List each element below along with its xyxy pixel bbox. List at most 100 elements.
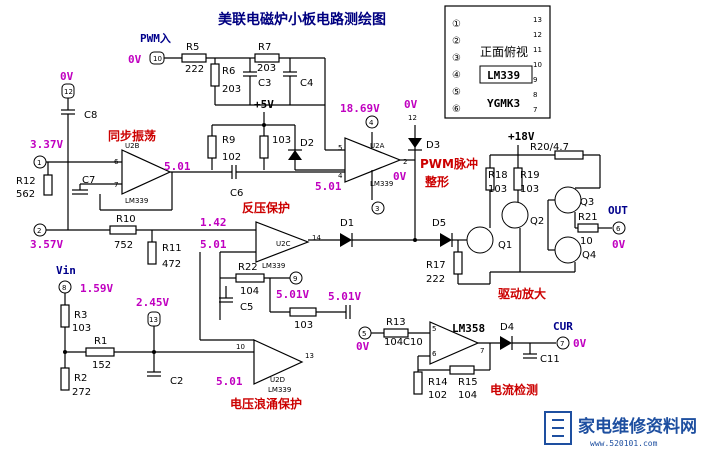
- v-c: 5.01V: [328, 290, 361, 303]
- connector-12-num: 12: [64, 88, 73, 96]
- pin6-marker-num: 6: [616, 225, 621, 233]
- v-pin2: 3.57V: [30, 238, 63, 251]
- r9-label: R9: [222, 135, 235, 146]
- diode-d4: [500, 336, 512, 350]
- driver-amplifier: +18V R18 103 R19 103 R20/4.7 Q2 Q3 Q1 Q4: [426, 130, 628, 301]
- r20-label: R20/4.7: [530, 142, 569, 153]
- resistor-r20: [554, 150, 584, 160]
- diode-d1: [340, 233, 352, 247]
- q4-label: Q4: [582, 250, 596, 261]
- v-u2d: 5.01: [216, 375, 243, 388]
- capacitor-103: [259, 135, 269, 159]
- resistor-r9: [207, 135, 217, 159]
- r11-label: R11: [162, 243, 182, 254]
- v-u2b-out: 5.01: [164, 160, 191, 173]
- u2c-label: U2C: [276, 240, 291, 248]
- watermark: 家电维修资料网 www.520101.com: [544, 411, 697, 448]
- pin6-marker: [612, 221, 626, 235]
- u2c-chip: LM339: [262, 262, 285, 270]
- v-cur: 0V: [573, 337, 587, 350]
- d2-label: D2: [300, 138, 314, 149]
- r7-value: 203: [257, 63, 276, 74]
- comparator-u2a: U2A LM339 5 4 2 4 3 18.69V 5.01 0V: [315, 102, 415, 215]
- r10-value: 752: [114, 240, 133, 251]
- r22-label: R22: [238, 262, 258, 273]
- pinout-pin-9: 9: [533, 76, 537, 84]
- c10-label: C10: [403, 337, 423, 348]
- resistor-r3: [60, 304, 70, 328]
- v-u2a-in: 5.01: [315, 180, 342, 193]
- sync-oscillator: 0V 12 C8 3.37V 1 R12 562 同步振荡 U2B LM339 …: [16, 70, 345, 230]
- c5-label: C5: [240, 302, 253, 313]
- pwm-connector-num: 10: [153, 55, 162, 63]
- resistor-r6: [210, 63, 220, 87]
- pwm-in-label: PWM入: [140, 32, 171, 45]
- watermark-brand: 家电维修资料网: [578, 416, 697, 437]
- d4-label: D4: [500, 322, 514, 333]
- c2-label: C2: [170, 376, 183, 387]
- q1-label: Q1: [498, 240, 512, 251]
- diode-d3: [408, 138, 422, 148]
- out-label: OUT: [608, 204, 628, 217]
- vin-label: Vin: [56, 264, 76, 277]
- pinout-pin-13: 13: [533, 16, 542, 24]
- resistor-103b: [289, 307, 317, 317]
- pinout-pin-7: 7: [533, 106, 537, 114]
- d3-pin12: 12: [408, 114, 417, 122]
- r2-value: 272: [72, 387, 91, 398]
- lm358-pin6: 6: [432, 350, 437, 358]
- pin2-marker-num: 2: [37, 227, 41, 235]
- resistor-r7: [254, 53, 280, 63]
- c6-label: C6: [230, 188, 243, 199]
- c7-label: C7: [82, 175, 95, 186]
- r103b-value: 103: [294, 320, 313, 331]
- u2d-label: U2D: [270, 376, 285, 384]
- r15-value: 104: [458, 390, 477, 401]
- resistor-r1: [85, 347, 115, 357]
- u2a-pin4: 4: [338, 172, 343, 180]
- r19-label: R19: [520, 170, 540, 181]
- resistor-r10: [109, 225, 137, 235]
- resistor-r13: [383, 328, 409, 338]
- r3-value: 103: [72, 323, 91, 334]
- c8-label: C8: [84, 110, 97, 121]
- u2d-chip: LM339: [268, 386, 291, 394]
- pinout-pin-6: ⑥: [452, 104, 461, 115]
- resistor-r11: [147, 241, 157, 265]
- pin1-marker-num: 1: [37, 159, 41, 167]
- pinout-pin-11: 11: [533, 46, 542, 54]
- pinout-pin-10: 10: [533, 61, 542, 69]
- pin9-marker: [289, 271, 303, 285]
- cur-label: CUR: [553, 320, 573, 333]
- plus5v-label: +5V: [254, 98, 274, 111]
- pinout-pin-3: ③: [452, 53, 461, 64]
- surge-label: 电压浪涌保护: [230, 396, 302, 411]
- pinout-pin-4: ④: [452, 70, 461, 81]
- pin7-marker: [556, 336, 570, 350]
- v-u2c-in: 1.42: [200, 216, 227, 229]
- c3-label: C3: [258, 78, 271, 89]
- pin9-marker-num: 9: [293, 275, 297, 283]
- r7-label: R7: [258, 42, 271, 53]
- r6-label: R6: [222, 66, 235, 77]
- v-pin13: 2.45V: [136, 296, 169, 309]
- current-detect-label: 电流检测: [490, 382, 538, 397]
- r15-label: R15: [458, 377, 478, 388]
- r14-value: 102: [428, 390, 447, 401]
- pinout-view-label: 正面俯视: [480, 44, 528, 59]
- resistor-r5: [181, 53, 207, 63]
- sync-osc-label: 同步振荡: [108, 128, 156, 143]
- transistor-q4: [554, 236, 582, 264]
- pwm-voltage: 0V: [128, 53, 142, 66]
- resistor-r12: [43, 174, 53, 196]
- r13-value: 104: [384, 337, 403, 348]
- r9-value: 102: [222, 152, 241, 163]
- surge-protection: Vin 8 1.59V R3 103 R1 152 R2 272 2.45V 1…: [56, 252, 314, 411]
- u2b-chip: LM339: [125, 197, 148, 205]
- diode-d5: [440, 233, 452, 247]
- diode-d2: [288, 150, 302, 160]
- r22-value: 104: [240, 286, 259, 297]
- current-detect: 5 0V R13 104 C10 LM358 5 6 7 D4 C11 CUR …: [356, 317, 587, 401]
- diagram-title: 美联电磁炉小板电路测绘图: [218, 11, 386, 28]
